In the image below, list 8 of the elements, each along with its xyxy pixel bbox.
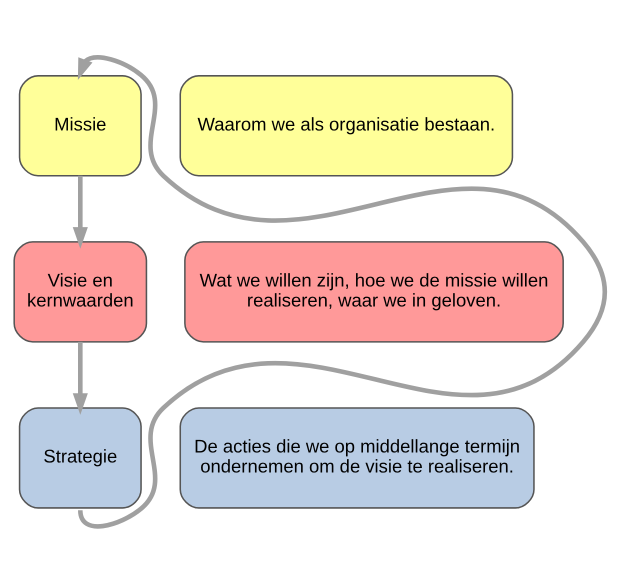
node-box: Missie xyxy=(18,74,142,176)
node-box: Waarom we als organisatie bestaan. xyxy=(180,74,514,176)
node-box: Visie en kernwaarden xyxy=(13,240,148,342)
node-box: Strategie xyxy=(18,406,142,508)
arrow xyxy=(72,341,88,414)
node-box: De acties die we op middellange termijn ondernemen om de visie te realiseren. xyxy=(180,406,535,508)
arrow xyxy=(72,175,88,248)
node-box: Wat we willen zijn, hoe we de missie willen realiseren, waar we in geloven. xyxy=(184,240,564,342)
